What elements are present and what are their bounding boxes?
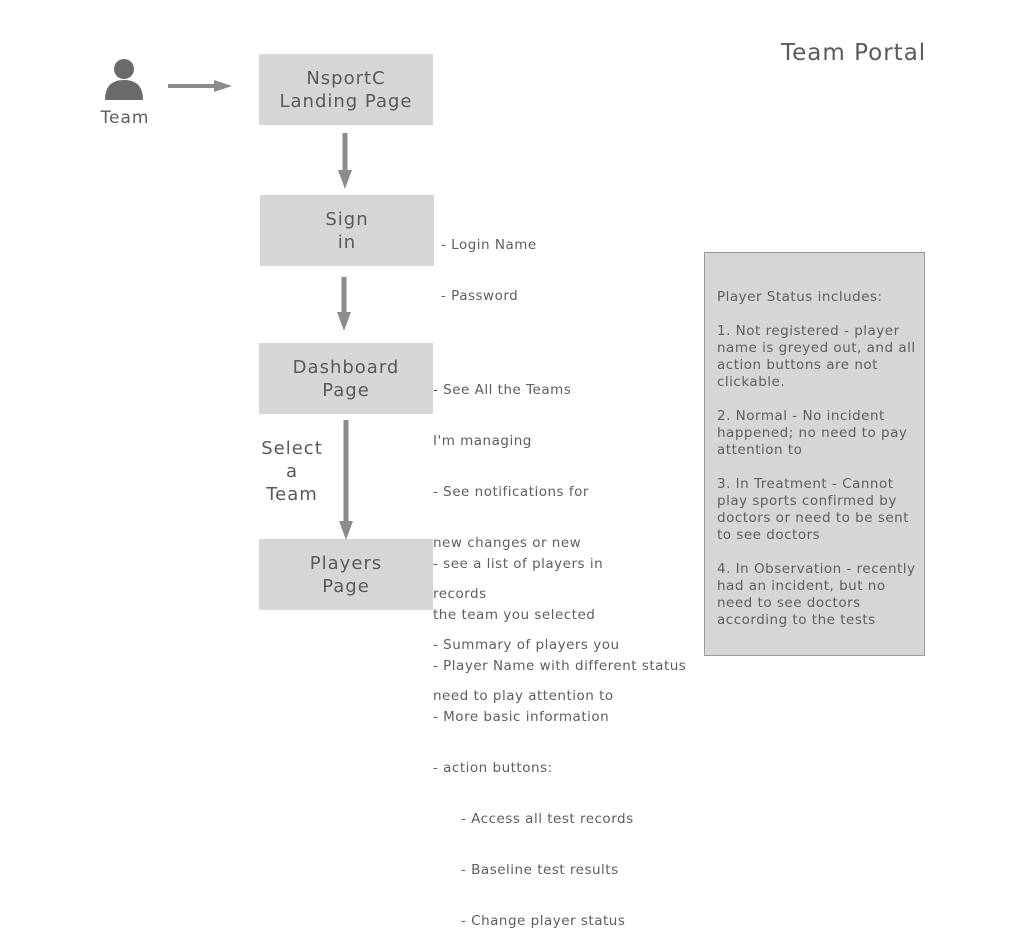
- arrow-dashboard-to-players: [339, 420, 353, 540]
- note-line: - Player Name with different status: [433, 658, 687, 674]
- dashboard-page-label: Dashboard Page: [292, 356, 400, 401]
- note-line: - action buttons:: [433, 760, 553, 776]
- note-line: - Password: [441, 288, 519, 304]
- action-note-line: - Change player status: [461, 913, 626, 929]
- status-heading: Player Status includes:: [717, 289, 883, 305]
- dashboard-page-box: Dashboard Page: [259, 343, 433, 414]
- status-item: 4. In Observation - recently had an inci…: [717, 561, 916, 628]
- note-line: - see a list of players in: [433, 556, 604, 572]
- arrow-signin-to-dashboard: [337, 277, 351, 331]
- status-item: 1. Not registered - player name is greye…: [717, 323, 916, 390]
- note-line: new changes or new: [433, 535, 582, 551]
- sign-in-notes: - Login Name - Password: [441, 203, 537, 322]
- status-item: 2. Normal - No incident happened; no nee…: [717, 408, 908, 458]
- note-line: records: [433, 586, 487, 602]
- arrow-actor-to-landing: [168, 80, 232, 92]
- landing-page-box: NsportC Landing Page: [259, 54, 433, 125]
- note-line: - Summary of players you: [433, 637, 620, 653]
- page-title: Team Portal: [781, 40, 927, 66]
- status-item: 3. In Treatment - Cannot play sports con…: [717, 476, 910, 543]
- note-line: - More basic information: [433, 709, 610, 725]
- person-icon: [102, 56, 146, 100]
- players-notes: - see a list of players in the team you …: [433, 522, 686, 947]
- note-line: need to play attention to: [433, 688, 614, 704]
- players-page-box: Players Page: [259, 539, 433, 610]
- players-page-label: Players Page: [309, 552, 383, 597]
- select-team-label: Select a Team: [261, 438, 323, 505]
- actor-label: Team: [100, 108, 150, 128]
- landing-page-label: NsportC Landing Page: [279, 67, 413, 112]
- note-line: - See All the Teams: [433, 382, 572, 398]
- sign-in-box: Sign in: [260, 195, 434, 266]
- arrow-landing-to-signin: [338, 133, 352, 189]
- dashboard-notes: - See All the Teams I'm managing - See n…: [433, 348, 620, 722]
- sign-in-label: Sign in: [325, 208, 369, 253]
- note-line: the team you selected: [433, 607, 596, 623]
- note-line: - Login Name: [441, 237, 537, 253]
- note-line: I'm managing: [433, 433, 532, 449]
- note-line: - See notifications for: [433, 484, 589, 500]
- action-note-line: - Baseline test results: [461, 862, 619, 878]
- player-status-panel: Player Status includes: 1. Not registere…: [704, 252, 925, 656]
- action-note-line: - Access all test records: [461, 811, 634, 827]
